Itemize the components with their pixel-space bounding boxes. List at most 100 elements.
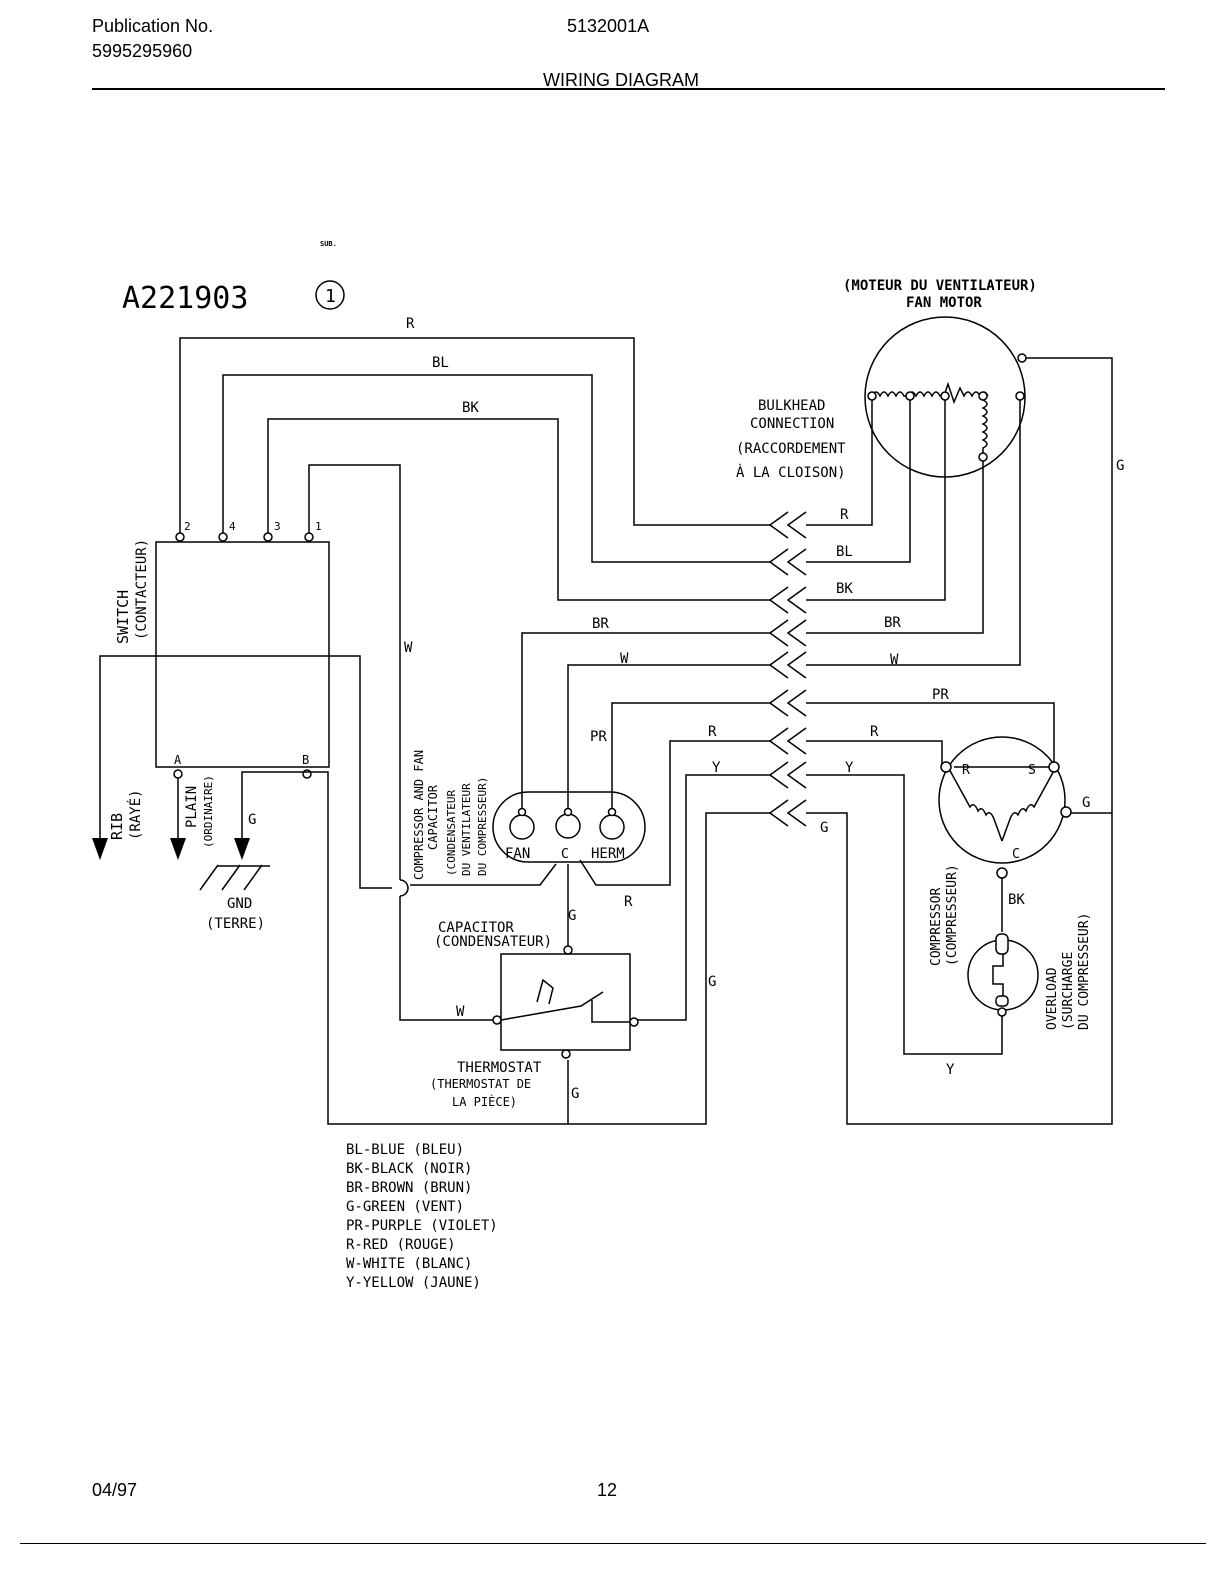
wire-white-cap	[567, 664, 770, 812]
thermostat-contact	[500, 978, 632, 1023]
plain-arrow	[170, 838, 186, 860]
compressor-r-terminal	[940, 761, 952, 773]
wire-red-comp	[806, 740, 943, 765]
page-title: WIRING DIAGRAM	[543, 70, 699, 90]
wire-label: R	[624, 894, 633, 910]
fan-ground-terminal	[1017, 353, 1027, 363]
legend-entry: BR-BROWN (BRUN)	[346, 1180, 472, 1196]
wire-blue	[222, 374, 770, 563]
terminal-dot	[607, 807, 617, 817]
wire-label: G	[1116, 458, 1124, 474]
sub-label: SUB.	[320, 240, 337, 248]
wire-yellow-overload	[806, 774, 1003, 1055]
wire-label: PR	[932, 687, 949, 703]
wire-black-fan	[806, 400, 946, 601]
wire-red-cap	[579, 740, 770, 886]
wire-label: R	[870, 724, 879, 740]
page-number: 12	[597, 1480, 618, 1500]
wire-label: BR	[592, 616, 609, 632]
bulkhead-label-fr: (RACCORDEMENT	[736, 441, 846, 457]
wire-red-fan	[806, 400, 873, 526]
wire-label: G	[568, 908, 576, 924]
wire-blue-fan	[806, 400, 911, 563]
bulkhead-label-fr: À LA CLOISON)	[736, 464, 846, 481]
wire-purple-comp	[806, 702, 1055, 765]
fan-terminal	[978, 452, 988, 462]
wire-label: G	[708, 974, 716, 990]
fan-terminal	[867, 391, 877, 401]
thermostat-label-fr: LA PIÈCE)	[452, 1094, 517, 1109]
wire-white-fan	[806, 400, 1021, 666]
overload-element	[992, 954, 1004, 996]
switch-terminal-label: B	[302, 753, 309, 767]
wire-label: BL	[836, 544, 853, 560]
rib-label-fr: (RAYÉ)	[127, 789, 144, 840]
wire-green-ground	[806, 357, 1113, 1125]
wire-label: R	[840, 507, 849, 523]
wire-cap-jumper	[410, 863, 557, 886]
diagram-id: A221903	[122, 281, 248, 316]
wire-rib-jumper	[359, 772, 392, 889]
capacitor-label: CAPACITOR	[426, 784, 440, 850]
plain-label: PLAIN	[184, 786, 200, 828]
switch-terminal-label: 1	[315, 520, 322, 533]
wire-label: Y	[845, 760, 854, 776]
fan-terminal	[978, 391, 988, 401]
switch-box	[155, 541, 330, 768]
wire-brown-cap	[521, 632, 770, 812]
thermostat-label-fr: (THERMOSTAT DE	[430, 1077, 531, 1091]
terminal-dot	[563, 807, 573, 817]
switch-terminal-label: 3	[274, 520, 281, 533]
wire-label: R	[708, 724, 717, 740]
compressor-c-terminal	[996, 867, 1008, 879]
header-rule	[92, 88, 1165, 90]
overload-terminal	[995, 933, 1009, 955]
wire-label: BK	[1008, 892, 1025, 908]
wire-green-thermostat	[567, 812, 770, 1125]
capacitor-fan-terminal	[509, 814, 535, 840]
bulkhead-label: CONNECTION	[750, 416, 834, 432]
capacitor-fan-label: FAN	[505, 846, 530, 862]
wire-label: BL	[432, 355, 449, 371]
switch-terminal-label: 2	[184, 520, 191, 533]
overload-terminal	[997, 1007, 1007, 1017]
thermostat-terminal	[563, 945, 573, 955]
wire-label: W	[890, 652, 899, 668]
capacitor-label-fr: DU VENTILATEUR	[460, 783, 473, 876]
compressor-s-terminal	[1048, 761, 1060, 773]
compressor-label-fr: (COMPRESSEUR)	[945, 864, 960, 966]
compressor-label: COMPRESSOR	[929, 888, 944, 966]
thermostat-terminal	[492, 1015, 502, 1025]
overload-label-fr: (SURCHARGE	[1061, 952, 1076, 1030]
fan-terminal	[940, 391, 950, 401]
bulkhead-label: BULKHEAD	[758, 398, 825, 414]
wire-white-switch	[308, 464, 401, 880]
publication-number: 5995295960	[92, 41, 193, 61]
legend-entry: BK-BLACK (NOIR)	[346, 1161, 472, 1177]
legend-entry: R-RED (ROUGE)	[346, 1237, 456, 1253]
sub-circle	[315, 280, 345, 310]
fan-motor-winding	[871, 381, 989, 456]
thermostat-terminal	[629, 1017, 639, 1027]
overload-label-fr: DU COMPRESSEUR)	[1077, 913, 1092, 1030]
switch-terminal-label: A	[174, 753, 182, 767]
sub-number: 1	[325, 286, 336, 307]
legend-entry: Y-YELLOW (JAUNE)	[346, 1275, 481, 1291]
capacitor-part-label-fr: (CONDENSATEUR)	[434, 934, 552, 950]
gnd-label-fr: (TERRE)	[206, 916, 265, 932]
legend-entry: W-WHITE (BLANC)	[346, 1256, 472, 1272]
plain-label-fr: (ORDINAIRE)	[202, 775, 215, 848]
switch-label: SWITCH	[114, 590, 132, 644]
wire-red	[179, 337, 770, 533]
bulkhead-connectors	[768, 511, 807, 827]
wire-crossover	[399, 879, 409, 897]
compressor-ground-terminal	[1060, 806, 1072, 818]
footer-rule	[20, 1543, 1206, 1544]
fan-terminal	[905, 391, 915, 401]
capacitor-common-terminal	[555, 813, 581, 839]
wire-label: BK	[462, 400, 479, 416]
fan-motor-label-fr: (MOTEUR DU VENTILATEUR)	[843, 278, 1037, 294]
color-legend: BL-BLUE (BLEU) BK-BLACK (NOIR) BR-BROWN …	[346, 1142, 498, 1291]
compressor-windings	[947, 766, 1057, 842]
wire-yellow-thermostat	[634, 774, 770, 1021]
